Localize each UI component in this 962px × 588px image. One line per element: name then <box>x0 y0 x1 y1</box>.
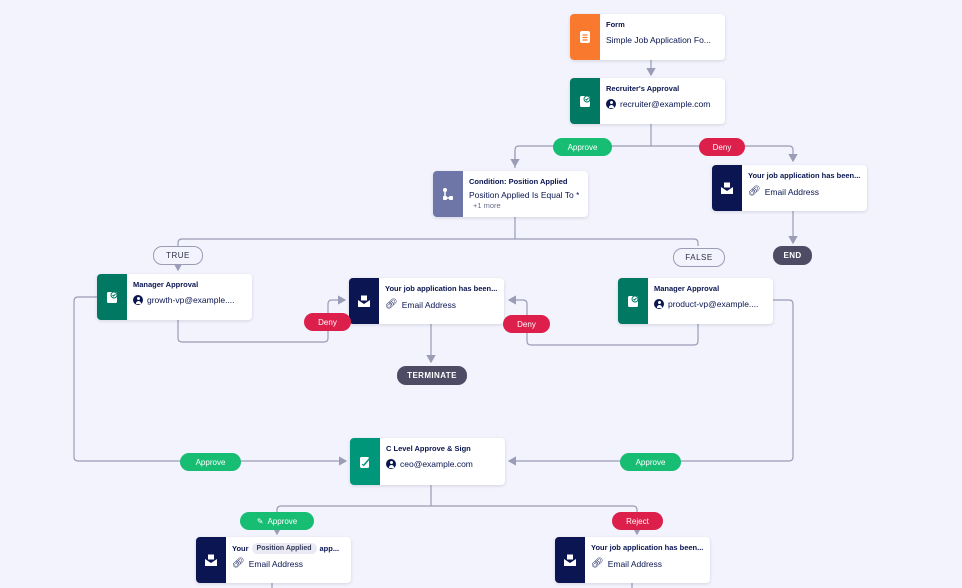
recipient: Email Address <box>401 299 457 310</box>
title-suffix: app... <box>319 544 340 553</box>
email-icon <box>196 537 226 583</box>
approve-text: Approve <box>267 516 298 526</box>
user-icon <box>386 459 396 469</box>
link-icon: 🔗︎ <box>232 558 245 569</box>
form-icon <box>570 14 600 60</box>
condition-icon <box>433 171 463 217</box>
approval-icon <box>618 278 648 324</box>
title-prefix: Your <box>232 544 249 553</box>
condition-text: Position Applied Is Equal To * <box>469 190 580 200</box>
approve-branch-label[interactable]: Approve <box>620 453 681 471</box>
recruiter-approval-node[interactable]: Recruiter's Approval recruiter@example.co… <box>570 78 725 124</box>
false-branch-label[interactable]: FALSE <box>673 248 725 267</box>
terminate-node: TERMINATE <box>397 366 467 385</box>
assignee-email: recruiter@example.com <box>620 99 711 109</box>
assignee-email: ceo@example.com <box>400 459 473 469</box>
true-branch-label[interactable]: TRUE <box>153 246 203 265</box>
reject-branch-label[interactable]: Reject <box>612 512 663 530</box>
node-title: Condition: Position Applied <box>469 177 568 186</box>
deny-branch-label[interactable]: Deny <box>699 138 745 156</box>
assignee-email: product-vp@example.... <box>668 299 759 309</box>
node-title: Manager Approval <box>133 280 199 289</box>
node-title: Manager Approval <box>654 284 720 293</box>
link-icon: 🔗︎ <box>748 186 761 197</box>
email-icon <box>712 165 742 211</box>
deny-branch-label[interactable]: Deny <box>503 315 550 333</box>
approve-branch-label[interactable]: Approve <box>180 453 241 471</box>
deny-branch-label[interactable]: Deny <box>304 313 351 331</box>
email-icon <box>555 537 585 583</box>
approval-icon <box>97 274 127 320</box>
sign-icon <box>350 438 380 485</box>
signature-icon: ✎ <box>256 516 264 526</box>
field-tag: Position Applied <box>251 543 317 554</box>
user-icon <box>133 295 143 305</box>
recipient: Email Address <box>607 558 663 569</box>
node-title: C Level Approve & Sign <box>386 444 471 453</box>
email-reject-node[interactable]: Your job application has been... 🔗︎Email … <box>555 537 710 583</box>
user-icon <box>606 99 616 109</box>
node-title: Recruiter's Approval <box>606 84 680 93</box>
recipient: Email Address <box>764 186 820 197</box>
link-icon: 🔗︎ <box>591 558 604 569</box>
node-title: Your job application has been... <box>385 284 498 293</box>
user-icon <box>654 299 664 309</box>
approve-branch-label[interactable]: Approve <box>553 138 612 156</box>
more-conditions[interactable]: +1 more <box>473 201 501 210</box>
email-deny-node[interactable]: Your job application has been... 🔗︎Email … <box>712 165 867 211</box>
manager-approval-left-node[interactable]: Manager Approval growth-vp@example.... <box>97 274 252 320</box>
email-icon <box>349 278 379 324</box>
approve-sign-branch-label[interactable]: ✎Approve <box>240 512 314 530</box>
node-title: Form <box>606 20 625 29</box>
link-icon: 🔗︎ <box>385 299 398 310</box>
node-subtitle: Simple Job Application Fo... <box>606 35 711 45</box>
end-node: END <box>773 246 812 265</box>
recipient: Email Address <box>248 558 304 569</box>
node-title: Your job application has been... <box>748 171 861 180</box>
c-level-sign-node[interactable]: C Level Approve & Sign ceo@example.com <box>350 438 505 485</box>
approval-icon <box>570 78 600 124</box>
manager-approval-right-node[interactable]: Manager Approval product-vp@example.... <box>618 278 773 324</box>
email-mid-node[interactable]: Your job application has been... 🔗︎Email … <box>349 278 504 324</box>
assignee-email: growth-vp@example.... <box>147 295 235 305</box>
node-title: Your job application has been... <box>591 543 704 552</box>
